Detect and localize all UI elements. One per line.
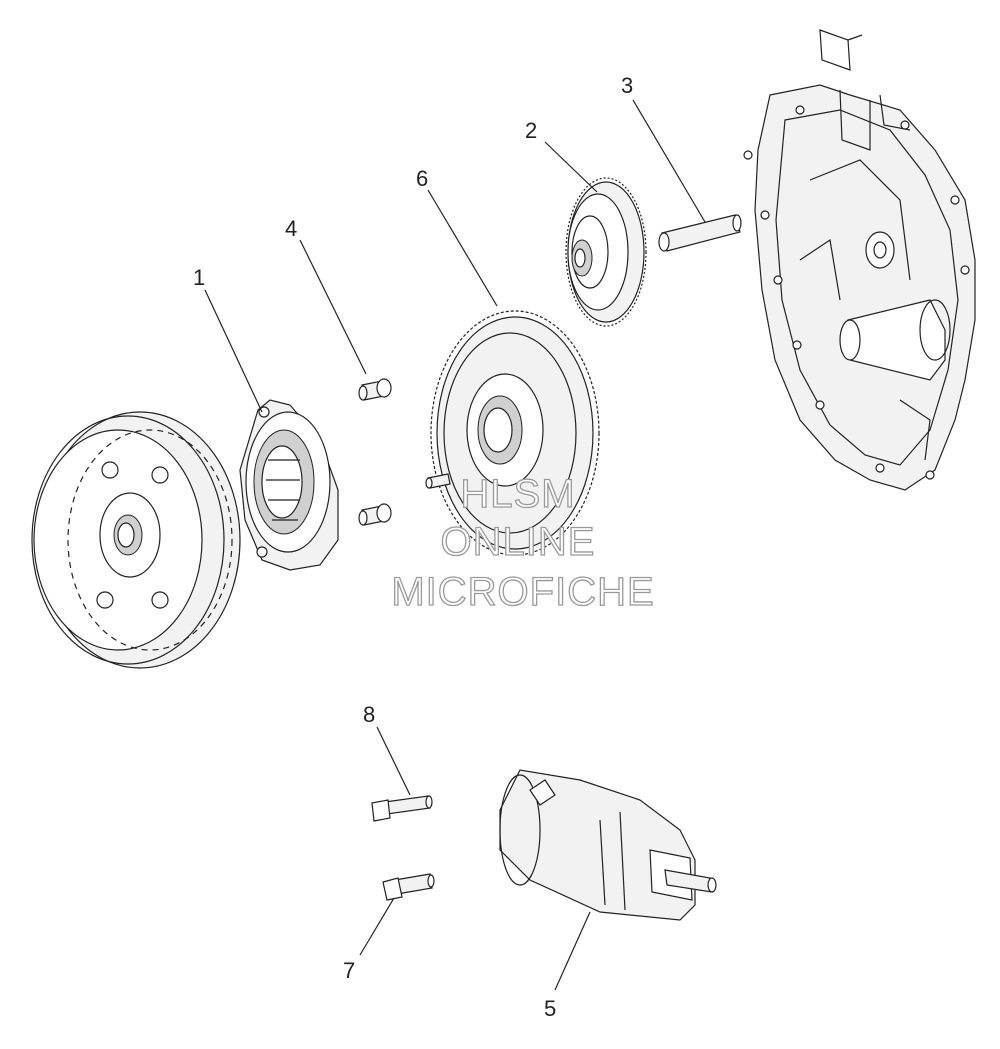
flywheel-rotor bbox=[31, 411, 241, 669]
callout-6: 6 bbox=[416, 166, 428, 191]
callout-1: 1 bbox=[193, 265, 205, 290]
callout-8: 8 bbox=[363, 702, 375, 727]
part-6-driven-gear bbox=[425, 310, 600, 556]
callout-7: 7 bbox=[343, 958, 355, 983]
callout-5: 5 bbox=[544, 996, 556, 1021]
part-3-shaft bbox=[658, 214, 742, 252]
watermark-line-1: HLSM bbox=[460, 472, 575, 516]
part-7-bolt bbox=[382, 873, 435, 901]
part-8-bolt bbox=[371, 795, 433, 822]
callout-2: 2 bbox=[525, 118, 537, 143]
part-4-bolts bbox=[358, 378, 392, 526]
callout-3: 3 bbox=[621, 73, 633, 98]
watermark-line-2: ONLINE bbox=[441, 520, 596, 564]
leader-lines bbox=[204, 99, 706, 991]
engine-case bbox=[743, 29, 976, 491]
part-1-starter-clutch bbox=[239, 399, 339, 571]
part-2-idler-gear bbox=[565, 177, 647, 327]
callout-4: 4 bbox=[285, 216, 297, 241]
watermark-line-3: MICROFICHE bbox=[391, 570, 654, 614]
part-5-starter-motor bbox=[499, 769, 717, 921]
watermark: HLSM ONLINE MICROFICHE bbox=[391, 471, 655, 614]
